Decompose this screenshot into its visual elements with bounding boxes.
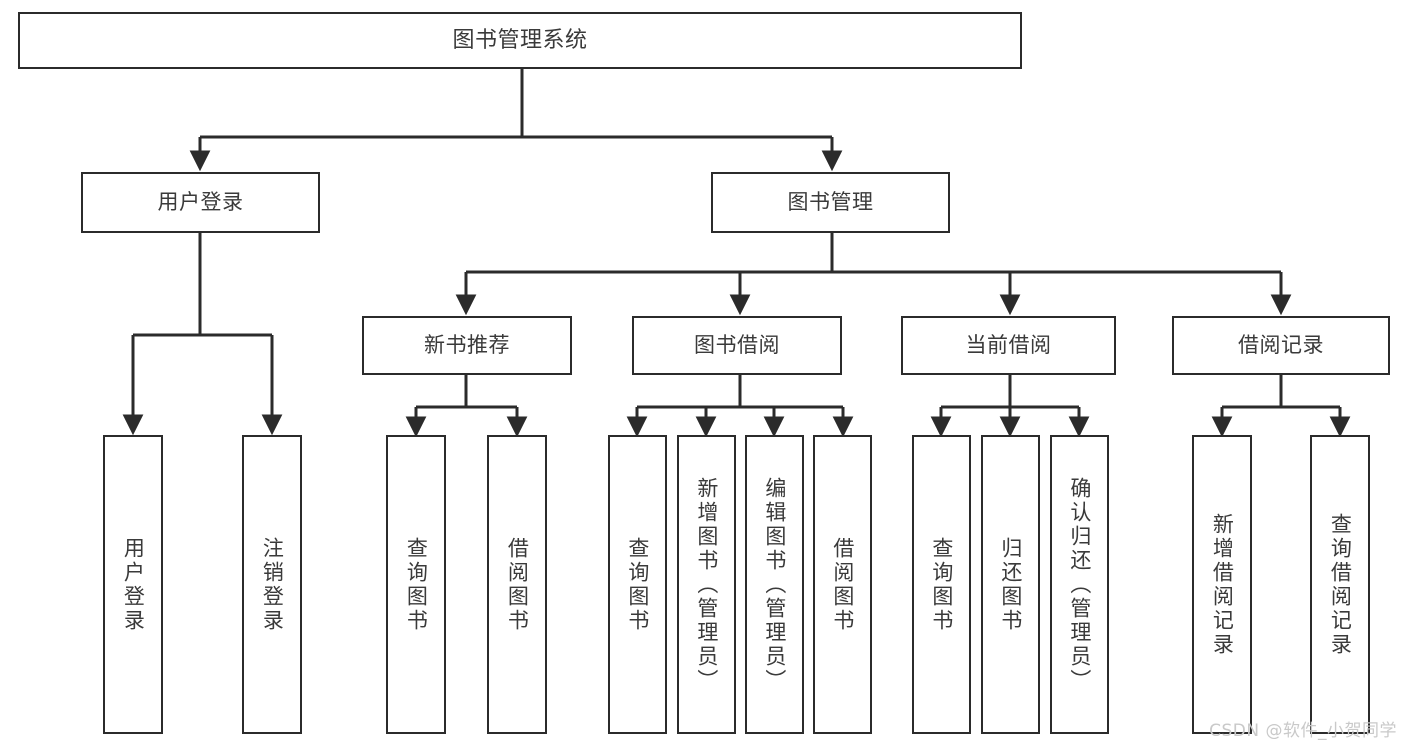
leaf-logout[interactable]: 注销登录 — [242, 435, 302, 734]
leaf-current-return-book[interactable]: 归还图书 — [981, 435, 1040, 734]
leaf-borrow-add-book[interactable]: 新增图书（管理员） — [677, 435, 736, 734]
watermark: CSDN @软件_小贺同学 — [1209, 721, 1397, 741]
leaf-user-login-label: 用户登录 — [121, 536, 146, 633]
leaf-current-return-book-label: 归还图书 — [998, 536, 1023, 633]
leaf-borrow-edit-book[interactable]: 编辑图书（管理员） — [745, 435, 804, 734]
leaf-newbook-borrow-book[interactable]: 借阅图书 — [487, 435, 547, 734]
node-user-login-label: 用户登录 — [157, 190, 244, 215]
leaf-borrow-query-book[interactable]: 查询图书 — [608, 435, 667, 734]
leaf-logout-label: 注销登录 — [260, 536, 285, 633]
leaf-borrow-add-book-label: 新增图书（管理员） — [694, 476, 719, 693]
leaf-borrow-edit-book-label: 编辑图书（管理员） — [762, 476, 787, 693]
node-new-book-recommend-label: 新书推荐 — [424, 333, 510, 358]
node-user-login[interactable]: 用户登录 — [81, 172, 320, 233]
leaf-newbook-query-book[interactable]: 查询图书 — [386, 435, 446, 734]
node-new-book-recommend[interactable]: 新书推荐 — [362, 316, 572, 375]
leaf-current-confirm-return[interactable]: 确认归还（管理员） — [1050, 435, 1109, 734]
node-book-manage-label: 图书管理 — [787, 190, 874, 215]
leaf-records-query-record[interactable]: 查询借阅记录 — [1310, 435, 1370, 734]
leaf-borrow-borrow-book-label: 借阅图书 — [830, 536, 855, 633]
node-book-manage[interactable]: 图书管理 — [711, 172, 950, 233]
leaf-borrow-borrow-book[interactable]: 借阅图书 — [813, 435, 872, 734]
node-borrow-records-label: 借阅记录 — [1238, 333, 1324, 358]
node-root-label: 图书管理系统 — [452, 27, 588, 53]
node-current-borrow-label: 当前借阅 — [965, 333, 1052, 358]
leaf-user-login[interactable]: 用户登录 — [103, 435, 163, 734]
leaf-current-query-book[interactable]: 查询图书 — [912, 435, 971, 734]
leaf-records-query-record-label: 查询借阅记录 — [1328, 512, 1353, 657]
node-book-borrow-label: 图书借阅 — [694, 333, 780, 358]
leaf-records-add-record[interactable]: 新增借阅记录 — [1192, 435, 1252, 734]
node-root[interactable]: 图书管理系统 — [18, 12, 1022, 69]
node-borrow-records[interactable]: 借阅记录 — [1172, 316, 1390, 375]
node-book-borrow[interactable]: 图书借阅 — [632, 316, 842, 375]
leaf-records-add-record-label: 新增借阅记录 — [1210, 512, 1235, 657]
leaf-newbook-borrow-book-label: 借阅图书 — [505, 536, 530, 633]
node-current-borrow[interactable]: 当前借阅 — [901, 316, 1116, 375]
leaf-current-confirm-return-label: 确认归还（管理员） — [1067, 476, 1092, 693]
leaf-borrow-query-book-label: 查询图书 — [625, 536, 650, 633]
leaf-current-query-book-label: 查询图书 — [929, 536, 954, 633]
leaf-newbook-query-book-label: 查询图书 — [404, 536, 429, 633]
